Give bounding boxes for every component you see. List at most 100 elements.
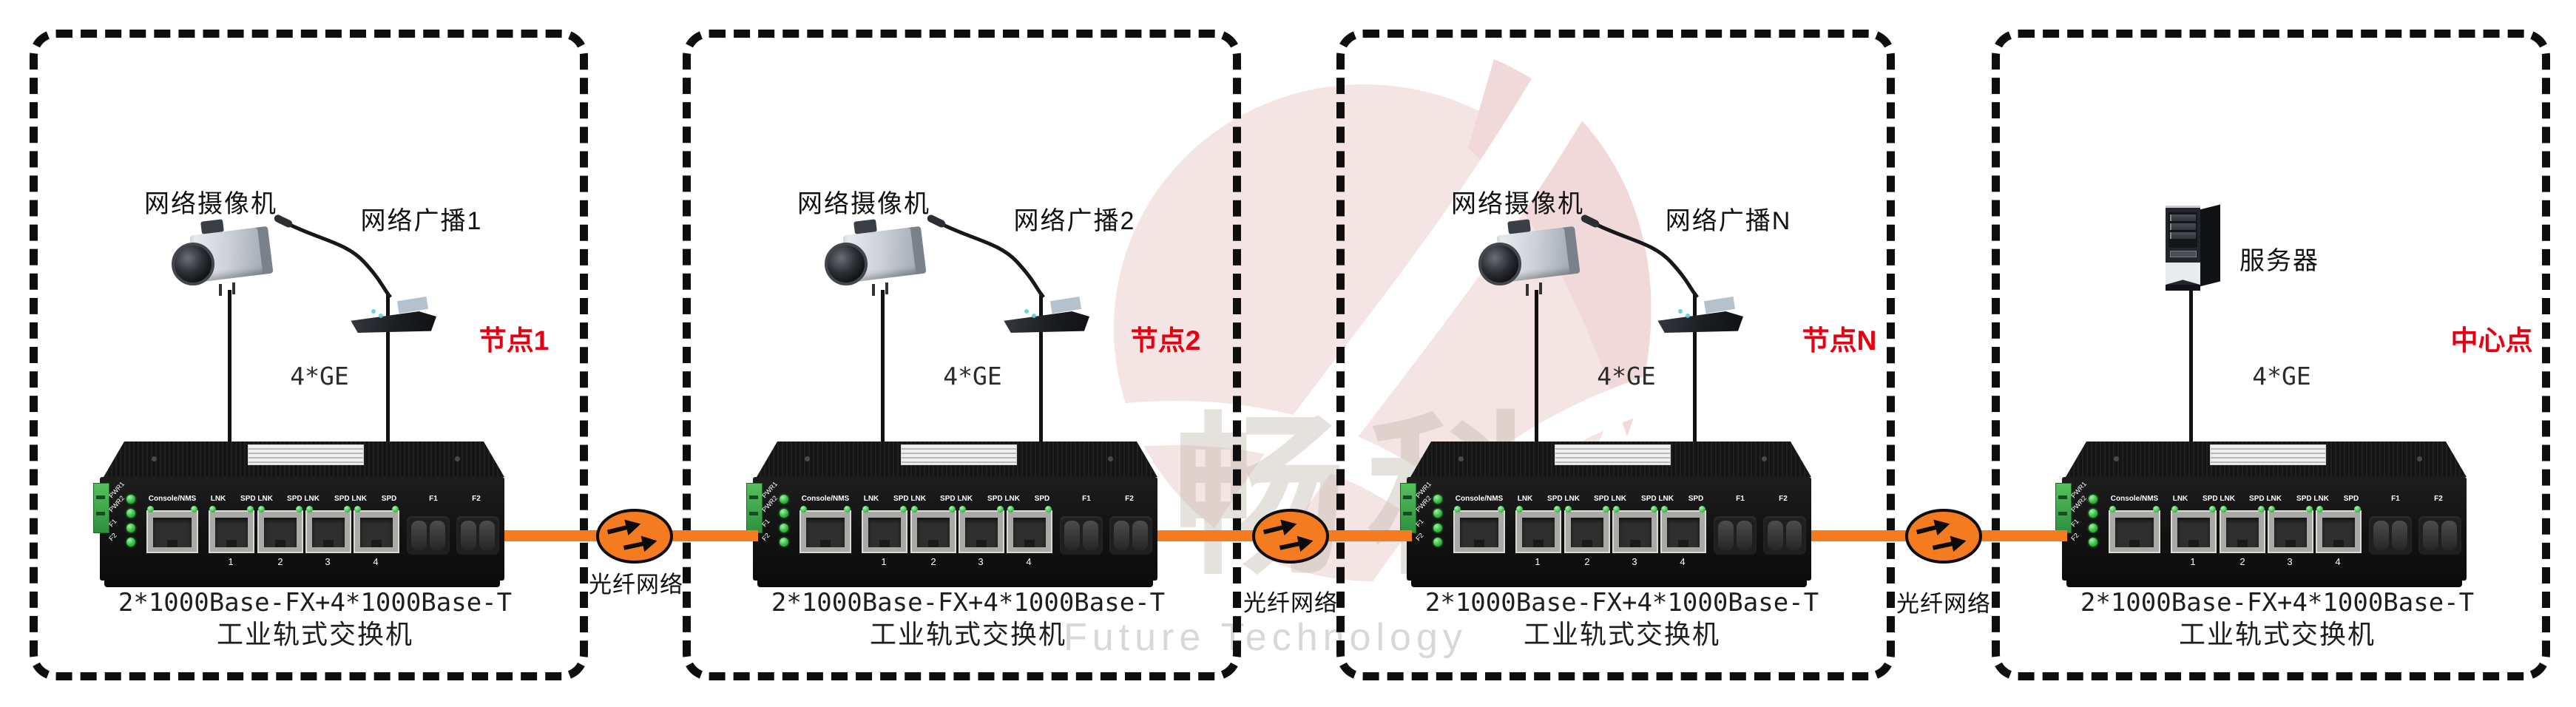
fiber-network-label: 光纤网络	[1243, 590, 1338, 616]
fiber-port-f1	[2369, 516, 2412, 555]
uplink-capacity-label: 4*GE	[290, 362, 349, 390]
gooseneck-mic-icon	[927, 214, 1045, 299]
led-indicator	[2268, 506, 2275, 513]
port-number: 3	[978, 556, 984, 567]
led-indicator	[959, 506, 966, 513]
camera-lens-icon	[172, 243, 214, 285]
port-number: 1	[2190, 556, 2196, 567]
broadcast-led	[1032, 314, 1036, 318]
network-broadcast-terminal	[927, 186, 1101, 334]
ip-camera	[170, 219, 281, 298]
power-terminal-block	[2055, 483, 2072, 533]
camera-leg	[872, 284, 875, 296]
node-dashed-border	[683, 30, 1241, 680]
server-cable	[2189, 287, 2193, 444]
uplink-capacity-label: 4*GE	[943, 362, 1002, 390]
industrial-switch: PWR1 PWR2 F1 F2 Console/NMS LNK SPD LNK …	[746, 440, 1161, 589]
led-indicator	[1433, 495, 1442, 504]
port-number: 3	[1632, 556, 1637, 567]
camera-leg	[219, 284, 222, 296]
led-indicator	[949, 506, 956, 513]
power-terminal-block	[93, 483, 109, 533]
led-indicator	[1661, 506, 1668, 513]
port-led-label: SPD LNK	[1547, 495, 1580, 503]
camera-leg	[232, 283, 235, 294]
led-indicator	[392, 506, 399, 513]
ethernet-port-3	[959, 506, 1004, 553]
led-indicator	[126, 538, 135, 547]
ip-camera	[1477, 219, 1588, 298]
port-number: 3	[2287, 556, 2293, 567]
switch-sticker	[1555, 444, 1671, 465]
network-broadcast-terminal	[1581, 186, 1754, 334]
port-led-label: SPD	[1688, 495, 1704, 503]
port-number: 1	[881, 556, 887, 567]
industrial-switch: PWR1 PWR2 F1 F2 Console/NMS LNK SPD LNK …	[93, 440, 508, 589]
led-indicator	[997, 506, 1004, 513]
port-led-label: LNK	[1517, 495, 1533, 503]
ethernet-port-4	[1660, 506, 1706, 553]
ethernet-port-1	[2171, 506, 2217, 553]
fiber-port-f2	[1109, 516, 1152, 555]
led-indicator	[1433, 524, 1442, 532]
broadcast-cable	[1039, 293, 1043, 444]
switch-top-face	[2066, 442, 2467, 477]
port-led-label: SPD LNK	[987, 495, 1020, 503]
fiber-port-f1	[1714, 516, 1757, 555]
switch-caption: 2*1000Base-FX+4*1000Base-T	[1424, 588, 1819, 618]
port-led-label: LNK	[2172, 495, 2188, 503]
led-indicator	[1516, 506, 1523, 513]
rj45-tab	[1582, 540, 1592, 547]
led-indicator	[800, 506, 807, 513]
rj45-tab	[1533, 540, 1544, 547]
fiber-port-f2	[2418, 516, 2461, 555]
console-port	[1453, 506, 1505, 553]
port-led-label: SPD LNK	[940, 495, 973, 503]
led-indicator	[1498, 506, 1504, 513]
broadcast-cable	[1693, 293, 1697, 444]
ethernet-port-4	[354, 506, 399, 553]
camera-leg	[1539, 283, 1542, 294]
fiber-port-f2	[456, 516, 499, 555]
led-indicator	[2316, 506, 2323, 513]
server-lower-panel	[2166, 263, 2200, 285]
fiber-network-label: 光纤网络	[1896, 591, 1991, 617]
fiber-port-label: F2	[472, 495, 481, 503]
ethernet-port-1	[209, 506, 254, 553]
led-indicator	[1433, 509, 1442, 518]
switch-front-panel: PWR1 PWR2 F1 F2 Console/NMS LNK SPD LNK …	[93, 477, 504, 581]
ethernet-port-2	[2220, 506, 2265, 553]
switch-top-face	[104, 442, 504, 477]
led-indicator	[126, 495, 135, 504]
fiber-ring-icon	[1251, 508, 1330, 564]
camera-leg	[885, 283, 888, 294]
led-indicator	[2220, 506, 2227, 513]
fiber-port-label: F2	[1779, 495, 1788, 503]
port-led-label: LNK	[863, 495, 879, 503]
led-indicator	[900, 506, 907, 513]
switch-sticker	[248, 444, 364, 465]
arrow-icon	[623, 535, 657, 552]
ethernet-port-4	[2316, 506, 2362, 553]
arrow-icon	[1262, 519, 1297, 535]
rj45-tab	[323, 540, 334, 547]
node-badge: 节点2	[1130, 325, 1201, 356]
fiber-port-f1	[407, 516, 450, 555]
led-indicator	[2089, 538, 2097, 547]
fiber-port-f1	[1060, 516, 1103, 555]
led-indicator	[1007, 506, 1014, 513]
switch-type-caption: 工业轨式交换机	[216, 619, 414, 649]
led-indicator	[1454, 506, 1461, 513]
node-box-1: 网络摄像机 网络广播1 节点1 4*GE	[30, 30, 588, 680]
arrow-icon	[1279, 535, 1314, 552]
uplink-capacity-label: 4*GE	[1597, 362, 1656, 390]
led-label: F2	[760, 531, 771, 543]
led-indicator	[780, 509, 788, 518]
switch-top-face	[757, 442, 1157, 477]
node-dashed-border	[30, 30, 588, 680]
led-indicator	[1045, 506, 1052, 513]
rj45-tab	[2333, 540, 2344, 547]
rj45-tab	[879, 540, 890, 547]
switch-type-caption: 工业轨式交换机	[2178, 619, 2376, 649]
